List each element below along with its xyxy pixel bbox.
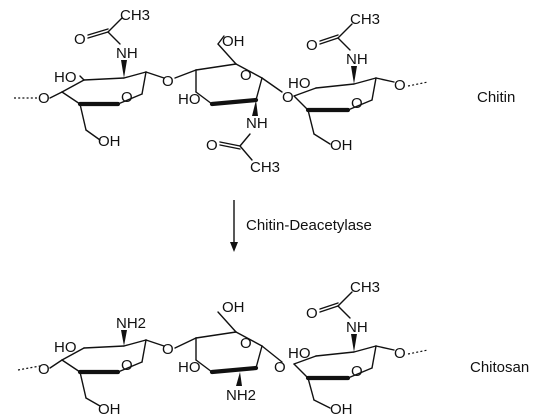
methyl-label: CH3 bbox=[120, 7, 150, 24]
carbonyl-o: O bbox=[206, 137, 218, 154]
ring-oxygen: O bbox=[121, 89, 133, 106]
chitosan-ring-1: O HO NH2 OH O bbox=[54, 315, 174, 418]
ring-oxygen: O bbox=[351, 363, 363, 380]
amide-nh-label: NH bbox=[116, 45, 138, 62]
chain-end-left bbox=[17, 365, 41, 371]
enzyme-label: Chitin-Deacetylase bbox=[246, 217, 372, 234]
glycosidic-o-left: O bbox=[38, 361, 50, 378]
ring-oxygen: O bbox=[351, 95, 363, 112]
hydroxyl-label: OH bbox=[222, 299, 245, 316]
glycosidic-o: O bbox=[394, 77, 406, 94]
chain-end-right bbox=[407, 349, 429, 355]
hydroxyl-label: OH bbox=[222, 33, 245, 50]
chitin-ring-2: O OH HO NH O CH3 O bbox=[174, 33, 294, 176]
chain-end-right bbox=[407, 81, 429, 87]
glycosidic-o-left: O bbox=[38, 90, 50, 107]
hydroxyl-label: HO bbox=[288, 345, 311, 362]
amide-nh-label: NH bbox=[346, 319, 368, 336]
ring-oxygen: O bbox=[240, 335, 252, 352]
chitosan-ring-3: O HO NH O CH3 OH O bbox=[288, 279, 429, 418]
ring-oxygen: O bbox=[240, 67, 252, 84]
chitin-ring-3: O HO NH O CH3 OH O bbox=[288, 11, 429, 154]
chitosan-ring-2: O OH HO NH2 O bbox=[174, 299, 286, 404]
hydroxyl-label: OH bbox=[98, 133, 121, 150]
glycosidic-o: O bbox=[274, 359, 286, 376]
chitosan-structure: O O HO NH2 OH O bbox=[17, 279, 429, 418]
hydroxyl-label: OH bbox=[330, 401, 353, 418]
ring-oxygen: O bbox=[121, 357, 133, 374]
chitin-structure: O O HO NH O CH3 OH bbox=[14, 7, 429, 176]
methyl-label: CH3 bbox=[350, 279, 380, 296]
amide-nh-label: NH bbox=[346, 51, 368, 68]
glycosidic-o: O bbox=[282, 89, 294, 106]
methyl-label: CH3 bbox=[250, 159, 280, 176]
glycosidic-o: O bbox=[162, 73, 174, 90]
glycosidic-o: O bbox=[162, 341, 174, 358]
chitin-caption: Chitin bbox=[477, 89, 515, 106]
hydroxyl-label: HO bbox=[178, 359, 201, 376]
hydroxyl-label: HO bbox=[288, 75, 311, 92]
reaction-arrow bbox=[230, 200, 238, 252]
amine-nh2-label: NH2 bbox=[226, 387, 256, 404]
amide-nh-label: NH bbox=[246, 115, 268, 132]
hydroxyl-label: OH bbox=[330, 137, 353, 154]
amine-nh2-label: NH2 bbox=[116, 315, 146, 332]
hydroxyl-label: HO bbox=[178, 91, 201, 108]
hydroxyl-label: OH bbox=[98, 401, 121, 418]
carbonyl-o: O bbox=[306, 305, 318, 322]
hydroxyl-label: HO bbox=[54, 339, 77, 356]
chitosan-caption: Chitosan bbox=[470, 359, 529, 376]
carbonyl-o: O bbox=[74, 31, 86, 48]
glycosidic-o: O bbox=[394, 345, 406, 362]
chitin-ring-1: O HO NH O CH3 OH O bbox=[54, 7, 174, 150]
hydroxyl-label: HO bbox=[54, 69, 77, 86]
carbonyl-o: O bbox=[306, 37, 318, 54]
methyl-label: CH3 bbox=[350, 11, 380, 28]
